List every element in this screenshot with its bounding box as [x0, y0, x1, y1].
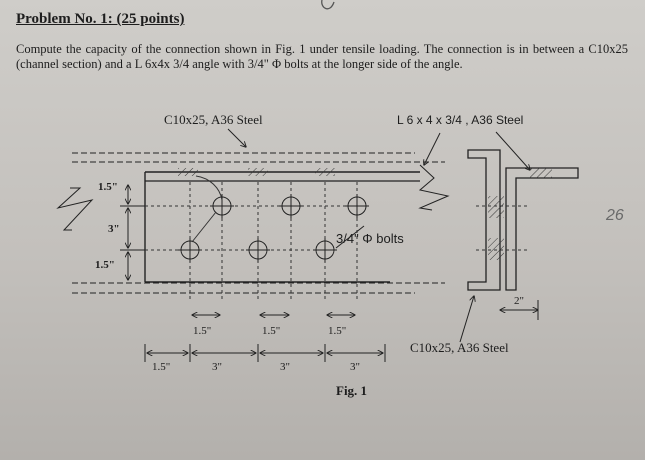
bolt-holes [178, 194, 369, 262]
dim-stagger: 1.5" [328, 325, 346, 337]
pencil-mark [321, 0, 335, 10]
dim-bottom-edge: 1.5" [95, 259, 115, 271]
bolt-hole [279, 194, 303, 218]
bolts-label: 3/4" Φ bolts [336, 231, 404, 246]
channel-label: C10x25, A36 Steel [164, 112, 263, 127]
handwritten-note: 26 [605, 207, 624, 224]
weld-hatch [178, 168, 198, 176]
channel-leader [227, 128, 246, 147]
section-weld-hatch [488, 196, 504, 218]
bolt-hole [178, 238, 202, 262]
section-dimension [500, 300, 538, 320]
dim-gage: 3" [108, 223, 120, 235]
section-angle-leader [495, 131, 530, 170]
bolt-hole [345, 194, 369, 218]
dim-section: 2" [514, 295, 524, 307]
pitch-dimensions [144, 344, 386, 362]
section-view [467, 149, 579, 291]
section-weld-hatch [530, 168, 552, 178]
dim-stagger: 1.5" [193, 325, 211, 337]
dim-stagger: 1.5" [262, 325, 280, 337]
weld-hatch [248, 168, 268, 176]
angle-plan [144, 171, 420, 283]
failure-path [191, 175, 223, 243]
dim-pitch: 3" [350, 361, 360, 373]
dim-top-edge: 1.5" [98, 181, 118, 193]
margin-note-text: 26 [605, 207, 624, 224]
channel-plan [72, 152, 445, 294]
section-channel-leader [459, 296, 474, 343]
dim-pitch: 3" [280, 361, 290, 373]
angle-label: L 6 x 4 x 3/4 , A36 Steel [397, 113, 523, 127]
bolts-leader [335, 225, 365, 249]
problem-statement: Compute the capacity of the connection s… [16, 42, 628, 71]
bolt-hole [313, 238, 337, 262]
problem-heading: Problem No. 1: (25 points) [16, 11, 185, 27]
section-channel-label: C10x25, A36 Steel [410, 340, 509, 355]
weld-hatch [315, 168, 335, 176]
section-weld-hatch [488, 238, 504, 260]
dim-pitch: 3" [212, 361, 222, 373]
figure-caption: Fig. 1 [336, 383, 367, 398]
vertical-dimensions [120, 185, 145, 280]
angle-leader [424, 132, 441, 165]
right-break [418, 164, 450, 211]
gage-lines [145, 182, 365, 300]
left-break [56, 187, 94, 231]
dim-pitch: 1.5" [152, 361, 170, 373]
bolt-hole [246, 238, 270, 262]
